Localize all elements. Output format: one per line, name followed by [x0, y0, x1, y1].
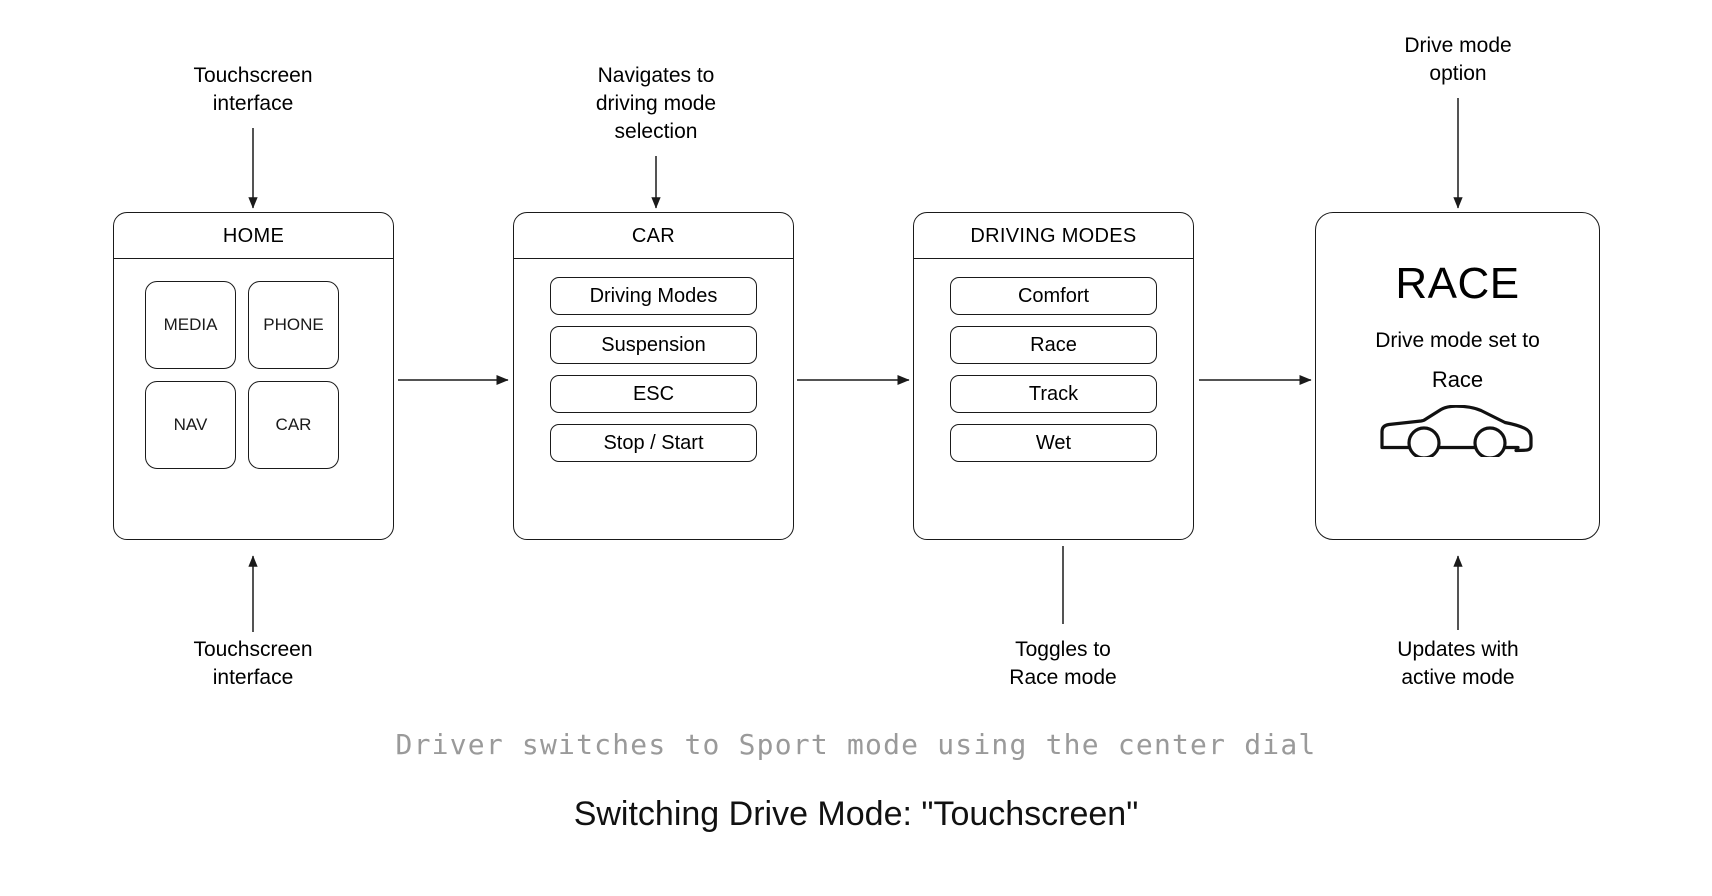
race-subtitle: Drive mode set to — [1375, 329, 1540, 352]
screen-race-confirmation[interactable]: RACE Drive mode set to Race — [1315, 212, 1600, 540]
home-tile-phone[interactable]: PHONE — [248, 281, 339, 369]
annotation-race-bottom: Updates with active mode — [1397, 638, 1519, 689]
home-tile-grid: MEDIA PHONE NAV CAR — [145, 281, 339, 469]
screen-driving-modes-body: Comfort Race Track Wet — [914, 259, 1193, 539]
driving-modes-list: Comfort Race Track Wet — [950, 277, 1157, 462]
car-menu-driving-modes[interactable]: Driving Modes — [550, 277, 757, 315]
annotation-car-top: Navigates to driving mode selection — [595, 64, 717, 143]
car-side-icon — [1378, 404, 1538, 462]
race-active-mode: Race — [1431, 367, 1484, 392]
driving-mode-track[interactable]: Track — [950, 375, 1157, 413]
screen-home-body: MEDIA PHONE NAV CAR — [114, 259, 393, 539]
driving-mode-comfort[interactable]: Comfort — [950, 277, 1157, 315]
race-headline: RACE — [1395, 259, 1520, 308]
annotation-modes-bottom: Toggles to Race mode — [1009, 638, 1117, 689]
driving-mode-wet[interactable]: Wet — [950, 424, 1157, 462]
driving-mode-race[interactable]: Race — [950, 326, 1157, 364]
screen-driving-modes[interactable]: DRIVING MODES Comfort Race Track Wet — [913, 212, 1194, 540]
car-menu-stop-start[interactable]: Stop / Start — [550, 424, 757, 462]
diagram-title: Switching Drive Mode: "Touchscreen" — [573, 795, 1139, 833]
screen-car-title: CAR — [514, 213, 793, 259]
car-menu-esc[interactable]: ESC — [550, 375, 757, 413]
scenario-caption: Driver switches to Sport mode using the … — [395, 728, 1317, 761]
home-tile-car[interactable]: CAR — [248, 381, 339, 469]
car-menu-suspension[interactable]: Suspension — [550, 326, 757, 364]
screen-home-title: HOME — [114, 213, 393, 259]
annotation-home-bottom: Touchscreen interface — [193, 638, 313, 689]
screen-driving-modes-title: DRIVING MODES — [914, 213, 1193, 259]
screen-car[interactable]: CAR Driving Modes Suspension ESC Stop / … — [513, 212, 794, 540]
home-tile-nav[interactable]: NAV — [145, 381, 236, 469]
car-menu-list: Driving Modes Suspension ESC Stop / Star… — [550, 277, 757, 462]
race-content: RACE Drive mode set to Race — [1316, 213, 1599, 539]
annotation-race-top: Drive mode option — [1404, 34, 1512, 85]
home-tile-media[interactable]: MEDIA — [145, 281, 236, 369]
screen-home[interactable]: HOME MEDIA PHONE NAV CAR — [113, 212, 394, 540]
annotation-home-top: Touchscreen interface — [193, 64, 313, 115]
screen-car-body: Driving Modes Suspension ESC Stop / Star… — [514, 259, 793, 539]
